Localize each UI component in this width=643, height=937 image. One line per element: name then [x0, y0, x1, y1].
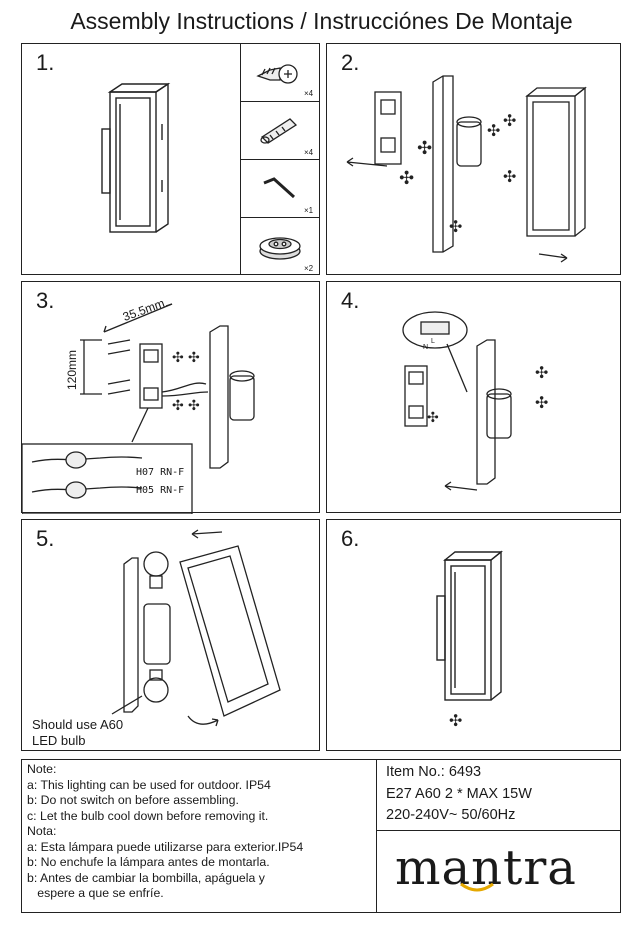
item-number: Item No.: 6493	[386, 764, 482, 780]
svg-text:✣: ✣	[188, 350, 200, 366]
note-line: b: No enchufe la lámpara antes de montar…	[27, 855, 270, 869]
qty-label: ×2	[304, 264, 314, 273]
cable-type-label: H05 RN-F	[136, 485, 185, 496]
logo-smile-icon	[460, 882, 494, 892]
step-number: 6.	[341, 526, 360, 551]
svg-text:✣: ✣	[535, 393, 548, 412]
qty-label: ×4	[304, 148, 314, 157]
step-1-panel: 1. ×4 ×4 ×1	[21, 43, 320, 275]
note-line: c: Let the bulb cool down before removin…	[27, 808, 269, 823]
step-5-panel: 5. Should use A60 LED bulb	[21, 519, 320, 751]
page-title: Assembly Instructions / Instrucciónes De…	[70, 8, 573, 34]
disassembly-illustration: ✣ ✣ ✣ ✣ ✣ ✣	[346, 75, 587, 263]
note-line: b: Antes de cambiar la bombilla, apáguel…	[27, 870, 265, 885]
svg-text:✣: ✣	[487, 121, 500, 140]
item-info-box: Item No.: 6493 E27 A60 2 * MAX 15W 220-2…	[377, 759, 621, 913]
bulb-note: Should use A60	[32, 717, 124, 732]
note-line: espere a que se enfríe.	[27, 886, 164, 900]
step-4-panel: 4. ✣ ✣ ✣ L N	[326, 281, 621, 513]
cable-gland-icon	[259, 237, 301, 260]
step-6-panel: 6. ✣	[326, 519, 621, 751]
mounting-illustration: ✣ ✣ ✣ ✣	[22, 303, 255, 514]
step-number: 3.	[36, 288, 55, 313]
brand-logo: mantra	[395, 840, 577, 896]
step-number: 5.	[36, 526, 55, 551]
svg-text:✣: ✣	[427, 410, 439, 426]
svg-text:✣: ✣	[188, 398, 200, 414]
note-line: a: Esta lámpara puede utilizarse para ex…	[27, 839, 304, 854]
note-line: a: This lighting can be used for outdoor…	[27, 777, 271, 792]
wiring-illustration: ✣ ✣ ✣	[402, 311, 548, 491]
cable-type-label: H07 RN-F	[136, 467, 185, 478]
bulb-install-illustration	[111, 529, 281, 727]
step-number: 2.	[341, 50, 360, 75]
qty-label: ×1	[304, 206, 314, 215]
svg-text:✣: ✣	[172, 350, 184, 366]
step-3-panel: 3.	[21, 281, 320, 514]
svg-text:✣: ✣	[535, 363, 548, 382]
step-2-panel: 2. ✣ ✣ ✣ ✣ ✣ ✣	[326, 43, 621, 275]
note-heading-en: Note:	[27, 762, 57, 776]
wall-plug-icon	[260, 118, 298, 144]
screw-icon	[256, 64, 298, 84]
lamp-final-illustration: ✣	[436, 550, 503, 730]
notes-box: Note: a: This lighting can be used for o…	[21, 759, 377, 913]
svg-text:✣: ✣	[449, 711, 462, 730]
svg-text:✣: ✣	[172, 398, 184, 414]
qty-label: ×4	[304, 89, 314, 98]
svg-text:✣: ✣	[503, 167, 516, 186]
svg-text:✣: ✣	[417, 138, 432, 159]
note-line: b: Do not switch on before assembling.	[27, 793, 239, 807]
bulb-note: LED bulb	[32, 733, 86, 748]
hex-key-icon	[263, 177, 296, 199]
terminal-label-l: L	[431, 338, 435, 345]
svg-text:✣: ✣	[399, 168, 414, 189]
svg-text:✣: ✣	[503, 111, 516, 130]
dimension-vertical: 120mm	[65, 349, 80, 391]
svg-text:✣: ✣	[449, 217, 462, 236]
item-voltage: 220-240V~ 50/60Hz	[386, 807, 516, 823]
item-spec: E27 A60 2 * MAX 15W	[386, 785, 532, 802]
step-number: 1.	[36, 50, 55, 75]
lamp-assembled-illustration	[101, 82, 171, 233]
step-number: 4.	[341, 288, 360, 313]
terminal-label-n: N	[423, 344, 429, 351]
note-heading-es: Nota:	[27, 824, 57, 838]
